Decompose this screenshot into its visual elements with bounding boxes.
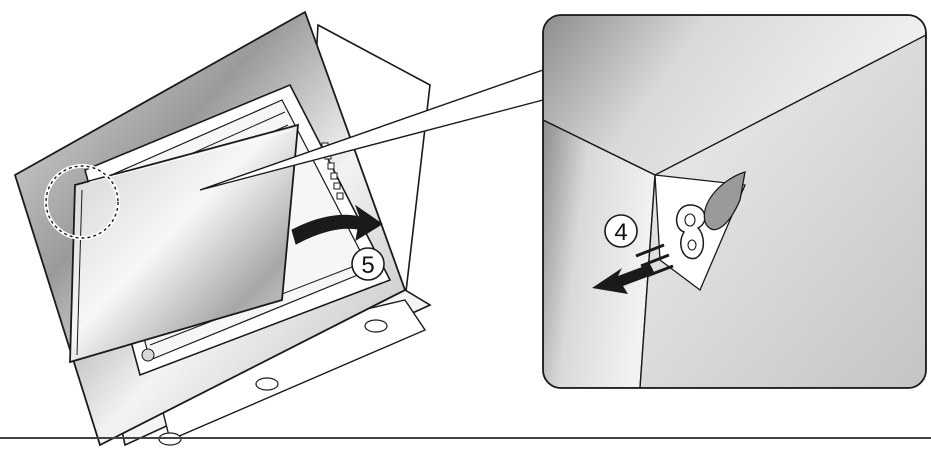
filter-knob-icon [141, 348, 155, 362]
step-5-marker: 5 [351, 247, 385, 281]
vent-oval [158, 432, 182, 446]
pull-arrow-icon [592, 264, 655, 294]
zoom-detail: 4 [542, 14, 927, 389]
zoom-left-face [543, 118, 656, 388]
motion-line [646, 264, 674, 278]
step-5-circle [351, 247, 385, 281]
latch-hook-hole [687, 239, 697, 251]
step-4-label: 4 [614, 219, 627, 246]
motion-line [640, 253, 670, 268]
vent-oval [364, 319, 388, 333]
zoom-filter-panel [639, 33, 926, 388]
zoom-frame-border [542, 14, 927, 389]
control-button [336, 192, 344, 200]
control-button [327, 162, 335, 170]
filter-panel [69, 123, 300, 364]
filter-panel-edge [89, 129, 293, 183]
filter-panel-edge [76, 189, 83, 356]
control-button [330, 172, 338, 180]
vent-ovals [158, 319, 388, 446]
hood-assembly: 5 [13, 10, 432, 447]
rotate-arrow-icon [291, 204, 383, 245]
vent-oval [255, 377, 279, 391]
step-5-label: 5 [361, 252, 374, 279]
bottom-rule [0, 437, 931, 439]
step-4-marker: 4 [604, 214, 638, 248]
pull-arrow-motion-lines [635, 243, 674, 278]
motion-line [635, 243, 665, 258]
latch-hook-hole [684, 213, 696, 227]
panel-tip [703, 171, 746, 231]
control-button [333, 182, 341, 190]
step-4-circle [604, 214, 638, 248]
latch-highlight-circle [45, 165, 119, 239]
